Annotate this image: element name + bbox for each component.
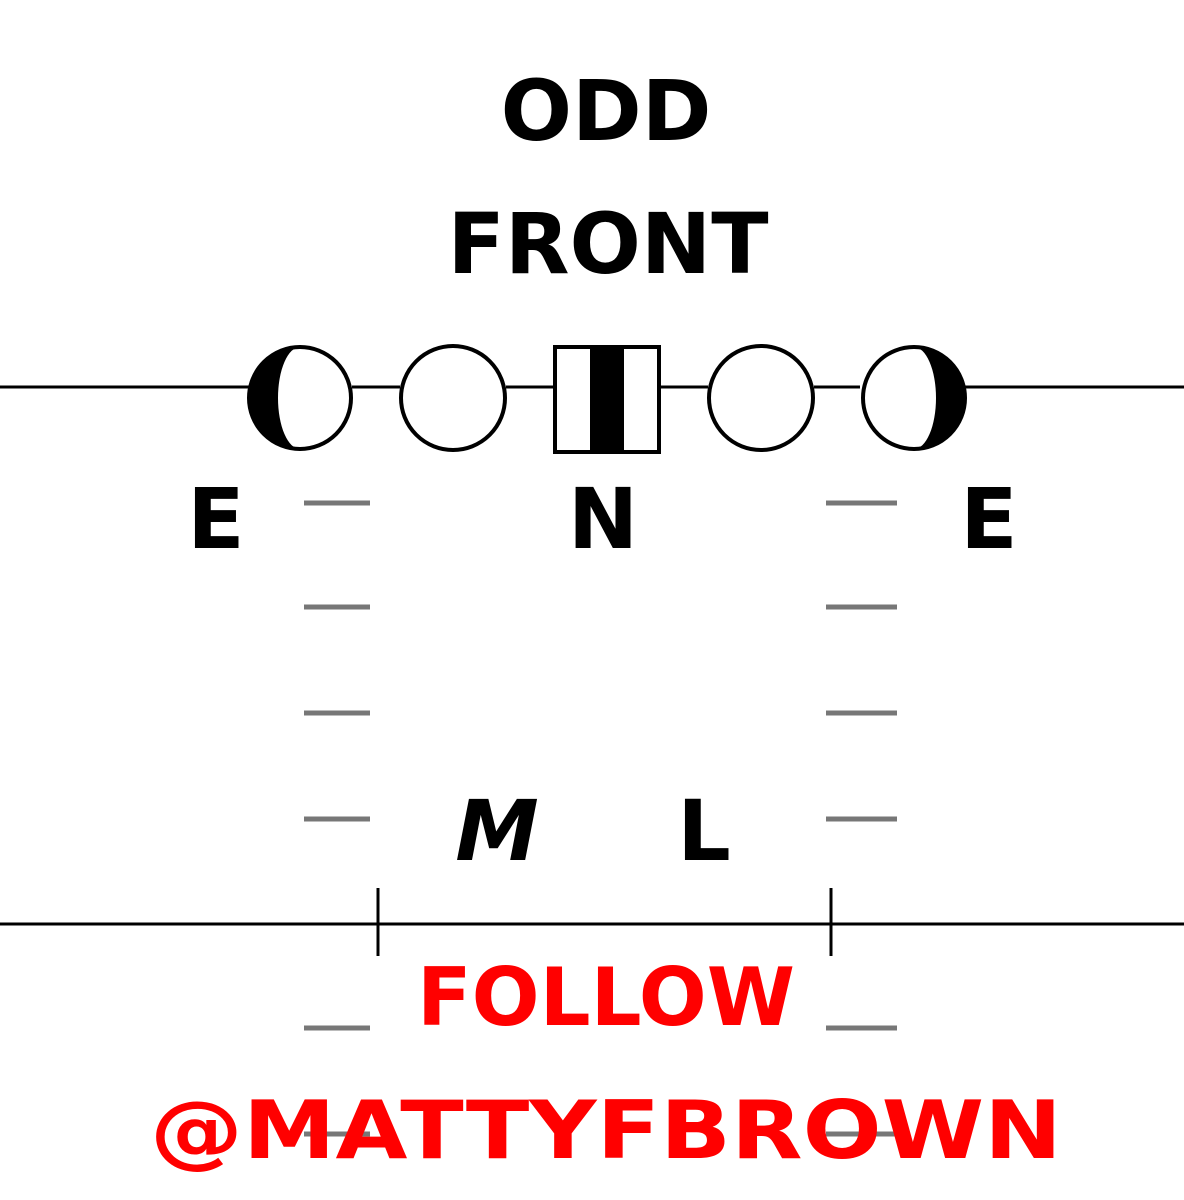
label-left-end: E [187, 470, 244, 568]
half-filled-circle-icon [247, 345, 353, 451]
label-mike: M [455, 782, 539, 880]
label-lion: L [677, 782, 731, 880]
promo-line-2: @MATTYFBROWN [150, 1084, 1062, 1177]
open-circle-icon [707, 344, 815, 452]
label-nose: N [568, 470, 638, 568]
hash-marks [304, 500, 897, 1137]
label-right-end: E [960, 470, 1017, 568]
half-filled-circle-icon [861, 345, 967, 451]
title-line-1: ODD [501, 62, 712, 160]
title-line-2: FRONT [447, 195, 768, 293]
split-rectangle-icon [553, 345, 661, 454]
open-circle-icon [399, 344, 507, 452]
promo-line-1: FOLLOW [417, 951, 795, 1044]
